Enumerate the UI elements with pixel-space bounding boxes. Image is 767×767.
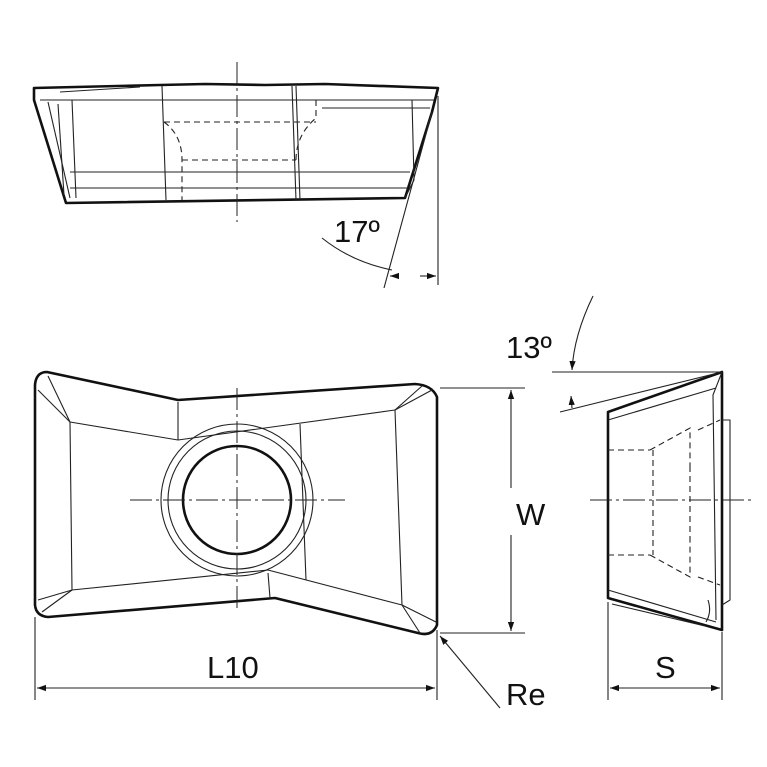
top-view	[32, 62, 440, 222]
angle-dimension-17: 17º	[321, 96, 439, 289]
width-dimension: W	[440, 387, 546, 634]
corner-radius-leader: Re	[439, 635, 546, 712]
angle-17-label: 17º	[334, 214, 380, 249]
thickness-dimension: S	[607, 602, 723, 700]
angle-dimension-13: 13º	[506, 295, 723, 413]
length-label: L10	[207, 650, 259, 685]
width-label: W	[516, 497, 546, 532]
side-view	[590, 370, 752, 632]
angle-13-label: 13º	[506, 330, 552, 365]
length-dimension: L10	[34, 617, 438, 700]
thickness-label: S	[655, 650, 676, 685]
front-view	[33, 370, 439, 636]
corner-radius-label: Re	[506, 677, 546, 712]
